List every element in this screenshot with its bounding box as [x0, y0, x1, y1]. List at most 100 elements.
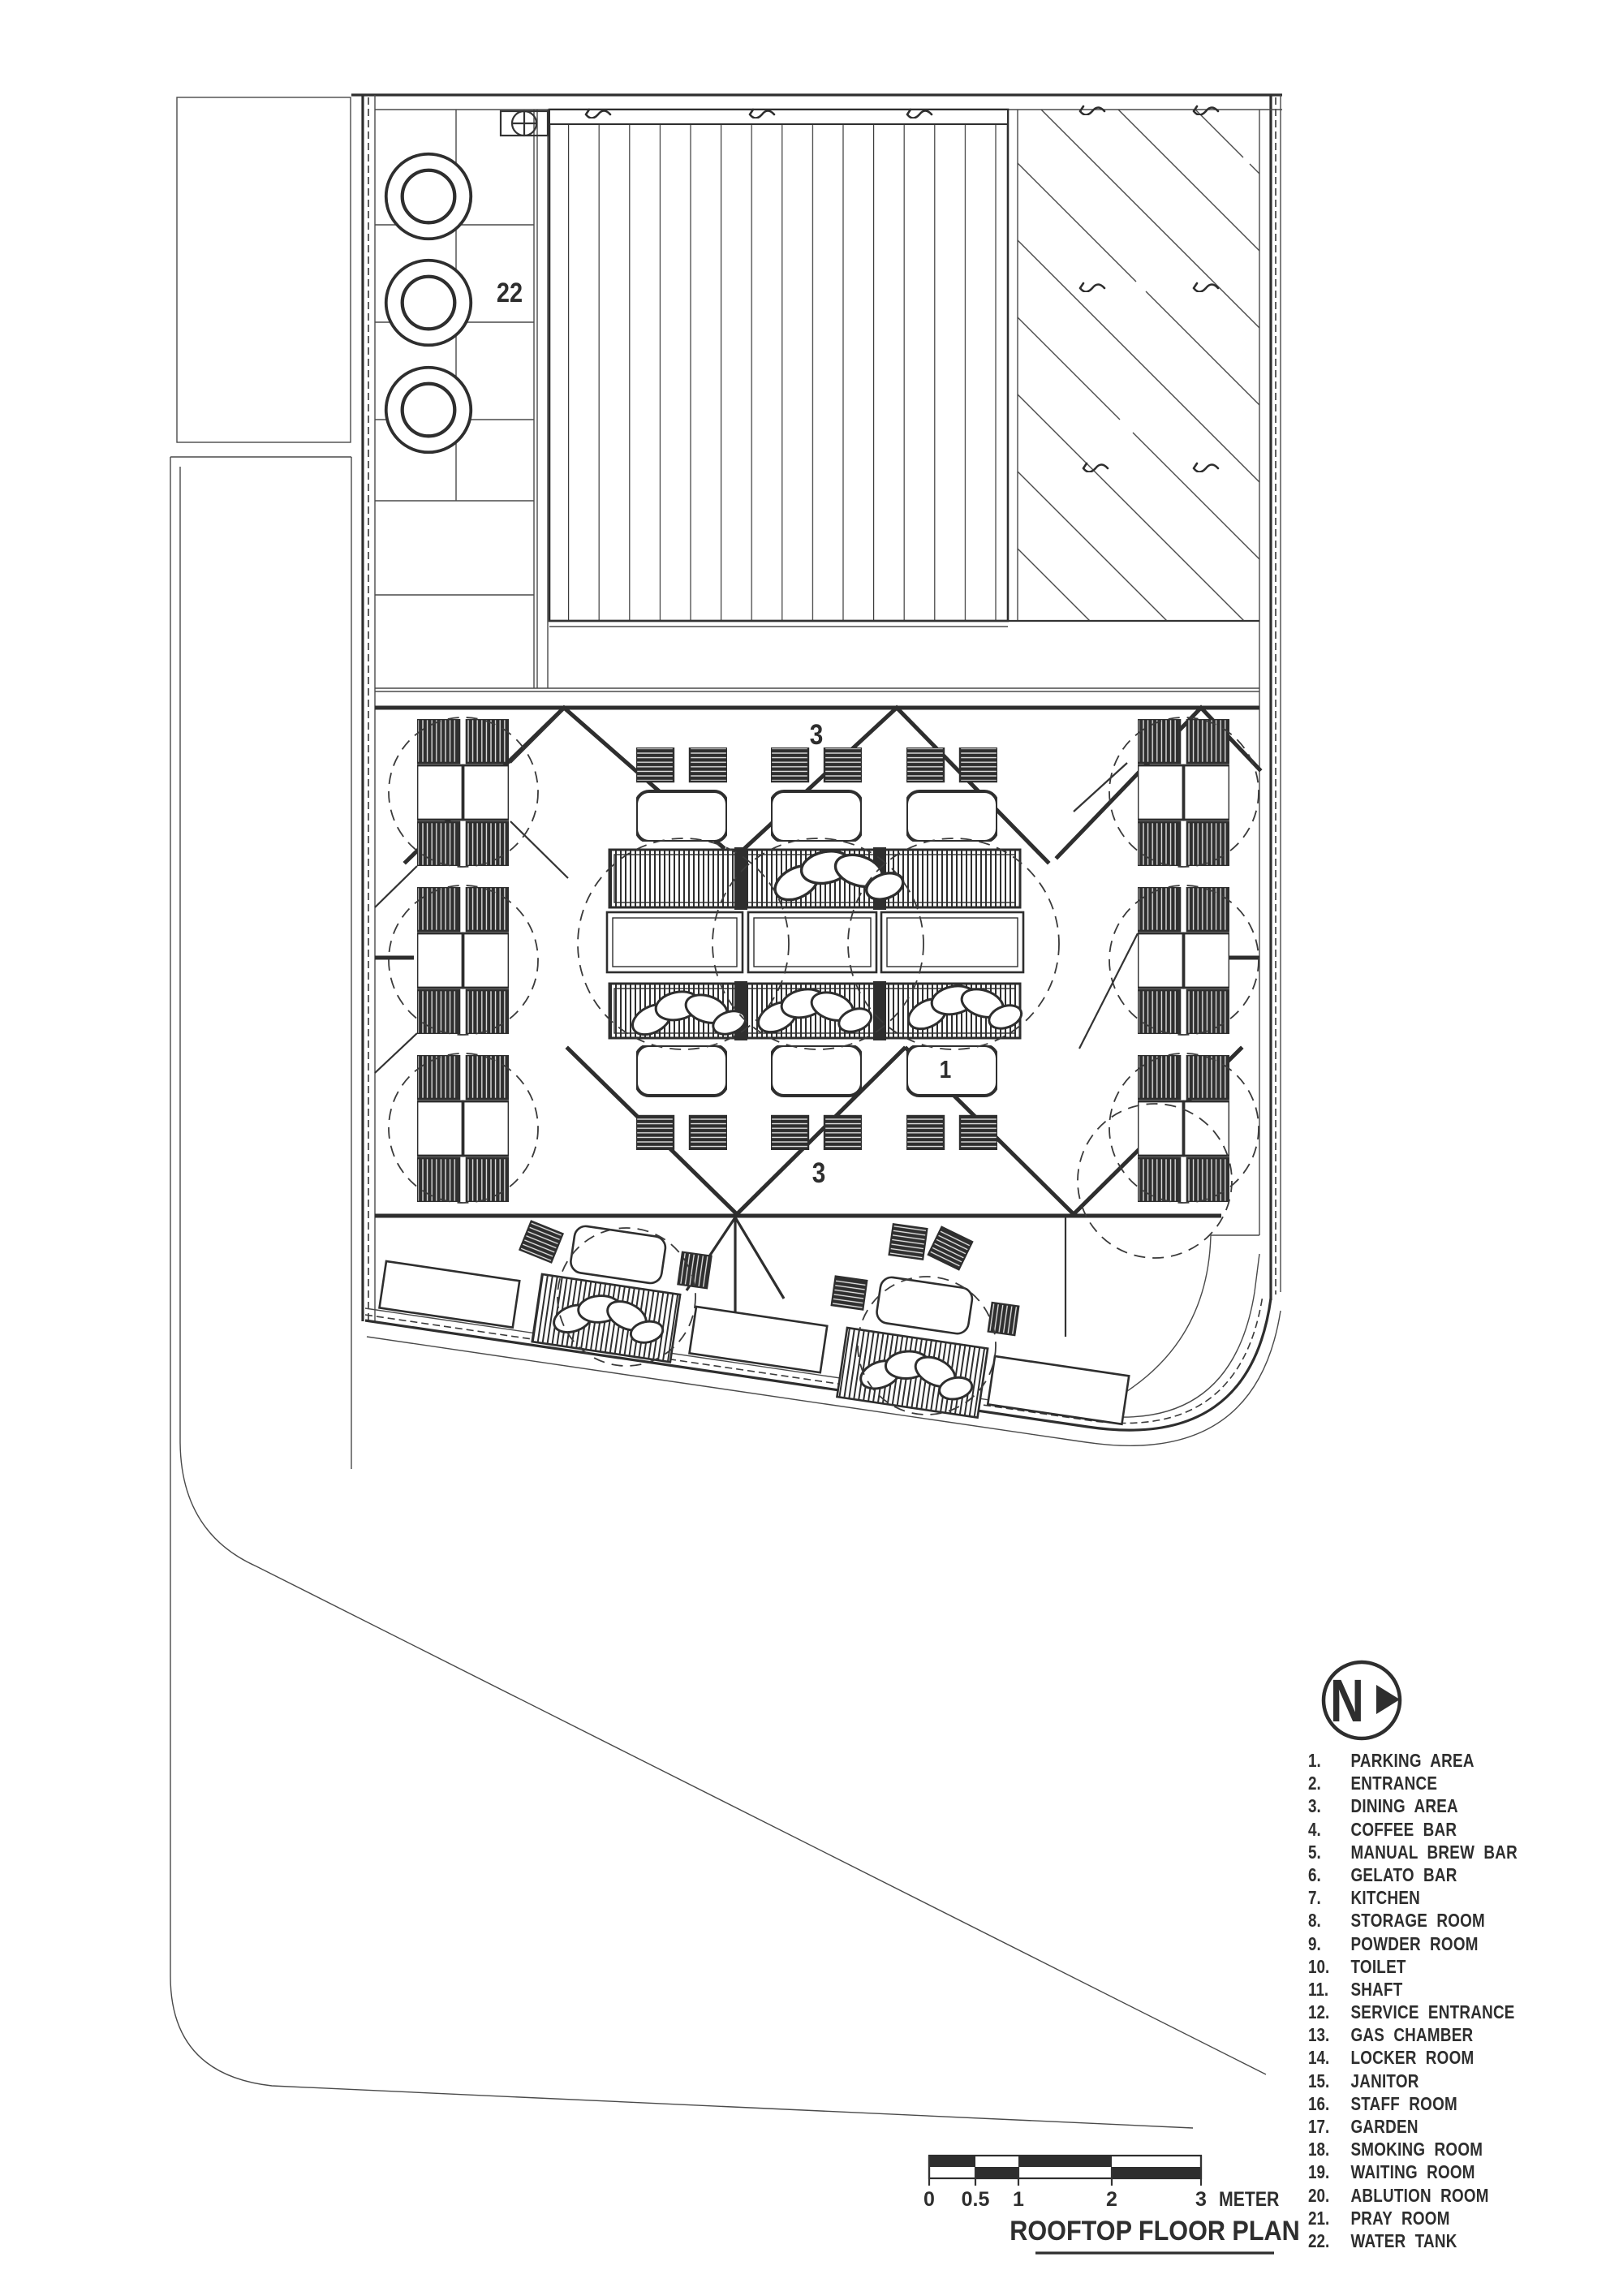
scale-label-0: 0	[923, 2188, 935, 2211]
legend-item: 5. MANUAL BREW BAR	[1308, 1842, 1587, 1864]
legend-item: 15. JANITOR	[1308, 2070, 1587, 2093]
legend-item-label: KITCHEN	[1350, 1887, 1421, 1909]
legend-item: 10. TOILET	[1308, 1956, 1587, 1979]
legend-item: 18. SMOKING ROOM	[1308, 2139, 1587, 2161]
legend-item-number: 2.	[1308, 1773, 1321, 1794]
legend-item-label: MANUAL BREW BAR	[1350, 1841, 1518, 1863]
scale-label-05: 0.5	[962, 2188, 990, 2211]
legend-item: 2. ENTRANCE	[1308, 1773, 1587, 1795]
legend-item-number: 13.	[1308, 2024, 1330, 2046]
legend-item: 21. PRAY ROOM	[1308, 2208, 1587, 2230]
legend-item-label: TOILET	[1350, 1955, 1406, 1977]
label-water-tank: 22	[497, 277, 523, 308]
legend-item-number: 7.	[1308, 1887, 1321, 1909]
legend-item-number: 9.	[1308, 1932, 1321, 1954]
legend-item-label: WAITING ROOM	[1350, 2161, 1475, 2183]
legend-item-label: COFFEE BAR	[1350, 1818, 1457, 1840]
wall-bottom-outer	[364, 1298, 1272, 1432]
legend-item: 9. POWDER ROOM	[1308, 1933, 1587, 1956]
legend-item-label: WATER TANK	[1350, 2229, 1457, 2251]
water-tank-icon	[386, 261, 471, 346]
skylight-glass-roof	[1017, 105, 1260, 622]
partition-ties	[374, 709, 1139, 1074]
legend-item: 14. LOCKER ROOM	[1308, 2047, 1587, 2070]
site-edge-inner-diagonal	[179, 467, 1267, 2075]
building-walls	[351, 93, 1282, 1446]
legend-item: 4. COFFEE BAR	[1308, 1819, 1587, 1842]
legend-item-number: 18.	[1308, 2139, 1330, 2160]
coffee-bar-counter-band	[605, 845, 1027, 1042]
legend-item-label: GAS CHAMBER	[1350, 2024, 1474, 2046]
north-arrow: N	[1321, 1660, 1402, 1741]
legend-item-number: 12.	[1308, 2001, 1330, 2023]
legend-item-label: PRAY ROOM	[1350, 2207, 1450, 2229]
legend-item: 17. GARDEN	[1308, 2116, 1587, 2139]
north-letter: N	[1330, 1668, 1364, 1735]
legend-item: 13. GAS CHAMBER	[1308, 2024, 1587, 2047]
site-edge-outer	[170, 457, 1194, 2129]
scale-label-1: 1	[1013, 2188, 1024, 2211]
legend-item-label: LOCKER ROOM	[1350, 2047, 1474, 2069]
legend-item-number: 14.	[1308, 2047, 1330, 2069]
legend-item-number: 8.	[1308, 1910, 1321, 1932]
label-dining-area-bottom: 3	[812, 1157, 826, 1189]
legend-item: 12. SERVICE ENTRANCE	[1308, 2001, 1587, 2024]
glass-hatch	[1017, 109, 1260, 622]
terrace-planter-box	[378, 1260, 521, 1329]
north-circle	[1321, 1660, 1402, 1741]
roof-zone: 22	[375, 105, 1282, 689]
water-tank-icon	[386, 368, 471, 453]
terrace-table	[876, 1276, 974, 1335]
legend-item-number: 1.	[1308, 1750, 1321, 1771]
legend-item-label: GELATO BAR	[1350, 1863, 1457, 1885]
legend: 1. PARKING AREA 2. ENTRANCE 3. DINING AR…	[1308, 1750, 1623, 2253]
legend-item-number: 6.	[1308, 1863, 1321, 1885]
legend-item-number: 15.	[1308, 2070, 1330, 2091]
legend-item-number: 5.	[1308, 1841, 1321, 1863]
legend-item-label: JANITOR	[1350, 2070, 1419, 2091]
label-parking: 1	[940, 1056, 952, 1083]
legend-item-number: 17.	[1308, 2116, 1330, 2137]
legend-item: 7. KITCHEN	[1308, 1887, 1587, 1910]
drain-symbol	[499, 110, 549, 137]
scale-label-3: 3	[1195, 2188, 1207, 2211]
legend-item: 20. ABLUTION ROOM	[1308, 2185, 1587, 2208]
terrace-table	[570, 1225, 667, 1285]
dining-area: 3 3 1	[374, 691, 1263, 1259]
legend-item-label: GARDEN	[1350, 2116, 1419, 2137]
legend-item-number: 10.	[1308, 1955, 1330, 1977]
legend-item-label: SHAFT	[1350, 1978, 1403, 2000]
water-tank-room: 22	[375, 110, 1259, 689]
legend-item-number: 19.	[1308, 2161, 1330, 2183]
terrace-planter-box	[688, 1305, 829, 1374]
scale-label-2: 2	[1106, 2188, 1117, 2211]
legend-item: 1. PARKING AREA	[1308, 1750, 1587, 1773]
legend-item-label: ENTRANCE	[1350, 1773, 1438, 1794]
north-triangle-icon	[1376, 1685, 1400, 1714]
legend-item: 19. WAITING ROOM	[1308, 2161, 1587, 2184]
legend-item-number: 16.	[1308, 2092, 1330, 2114]
site-boundary	[170, 97, 1267, 2129]
counter	[605, 911, 744, 974]
legend-item-label: STORAGE ROOM	[1350, 1910, 1486, 1932]
legend-item: 22. WATER TANK	[1308, 2230, 1587, 2253]
legend-item-number: 22.	[1308, 2229, 1330, 2251]
legend-item: 6. GELATO BAR	[1308, 1864, 1587, 1887]
legend-item-number: 4.	[1308, 1818, 1321, 1840]
scale-unit: METER	[1219, 2187, 1280, 2210]
legend-item-number: 3.	[1308, 1795, 1321, 1817]
legend-item-label: SMOKING ROOM	[1350, 2139, 1483, 2160]
legend-item-number: 21.	[1308, 2207, 1330, 2229]
legend-item-label: DINING AREA	[1350, 1795, 1458, 1817]
lower-terrace	[378, 1217, 1259, 1426]
legend-item-label: SERVICE ENTRANCE	[1350, 2001, 1515, 2023]
counter	[747, 911, 878, 974]
legend-item-label: POWDER ROOM	[1350, 1932, 1479, 1954]
counter	[880, 911, 1025, 974]
legend-item: 8. STORAGE ROOM	[1308, 1910, 1587, 1932]
wall-bottom-fascia	[366, 1310, 1281, 1446]
legend-item-number: 20.	[1308, 2184, 1330, 2206]
adjacent-block-upper	[176, 97, 351, 443]
legend-item-label: STAFF ROOM	[1350, 2092, 1457, 2114]
